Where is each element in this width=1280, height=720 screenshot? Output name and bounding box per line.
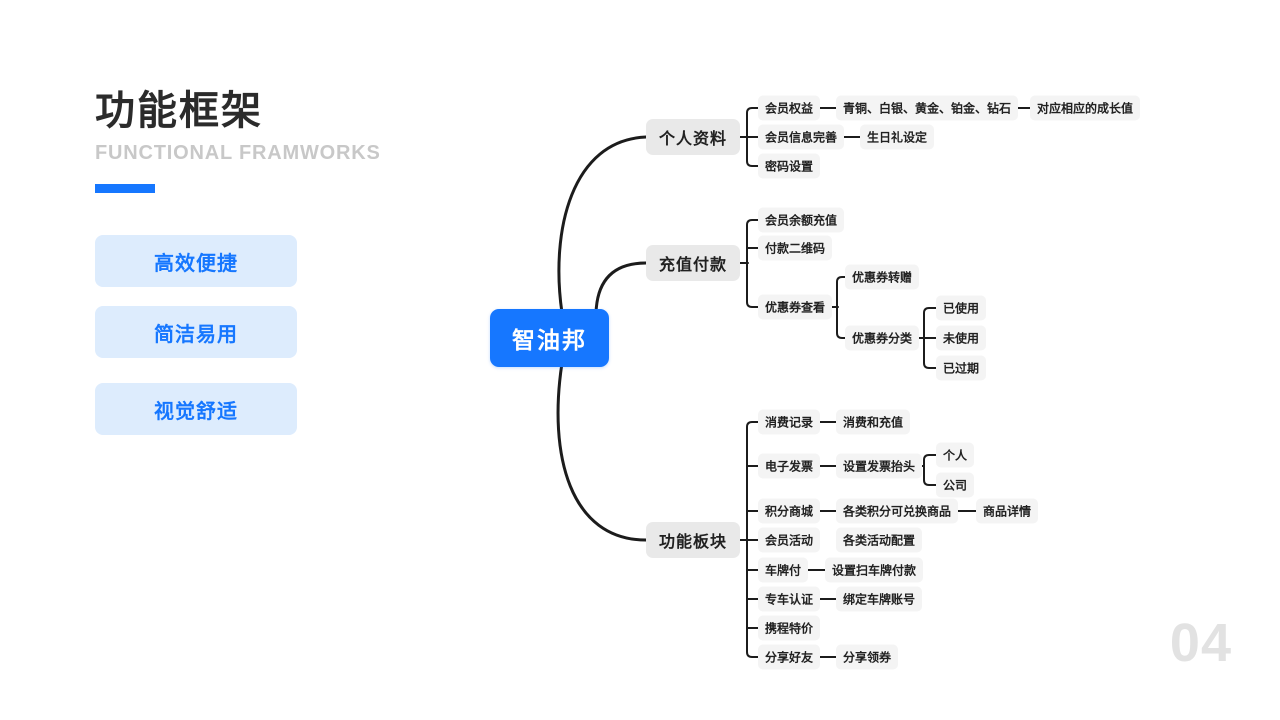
mindmap-node: 优惠券分类 (845, 325, 920, 351)
header: 功能框架 FUNCTIONAL FRAMWORKS (95, 88, 381, 165)
mindmap-node: 电子发票 (758, 453, 821, 479)
mindmap-node: 已使用 (936, 295, 987, 321)
mindmap-node: 各类积分可兑换商品 (836, 498, 959, 524)
mindmap-node: 绑定车牌账号 (836, 586, 923, 612)
page-subtitle: FUNCTIONAL FRAMWORKS (95, 142, 381, 164)
mindmap-node: 消费记录 (758, 409, 821, 435)
feature-simple-easy: 简洁易用 (95, 306, 297, 358)
mindmap-node: 付款二维码 (758, 235, 833, 261)
mindmap-node: 会员信息完善 (758, 124, 845, 150)
feature-high-efficiency: 高效便捷 (95, 235, 297, 287)
mindmap-node: 各类活动配置 (836, 527, 923, 553)
connector-coupon-view-bracket (836, 276, 849, 339)
mindmap-node: 专车认证 (758, 586, 821, 612)
mindmap-node: 设置发票抬头 (836, 453, 923, 479)
mindmap-node: 青铜、白银、黄金、铂金、钻石 (836, 95, 1019, 121)
mindmap-node: 已过期 (936, 355, 987, 381)
mindmap-branch-node: 充值付款 (646, 245, 741, 281)
mindmap-node: 商品详情 (976, 498, 1039, 524)
connector-root-functions (556, 361, 648, 542)
connector-coupon-type-bracket (923, 307, 937, 369)
mindmap-node: 积分商城 (758, 498, 821, 524)
connector-profile-bracket (746, 107, 759, 167)
page-title: 功能框架 (95, 89, 263, 133)
mindmap-node: 携程特价 (758, 615, 821, 641)
mindmap-node: 密码设置 (758, 153, 821, 179)
mindmap-branch-node: 功能板块 (646, 522, 741, 558)
connector-root-payment (594, 261, 648, 315)
mindmap-node: 公司 (936, 472, 975, 498)
connector-payment-bracket (746, 219, 759, 308)
mindmap-node: 消费和充值 (836, 409, 911, 435)
mindmap-node: 分享领券 (836, 644, 899, 670)
mindmap-node: 生日礼设定 (860, 124, 935, 150)
connector-root-profile (557, 135, 648, 315)
mindmap-node: 优惠券查看 (758, 294, 833, 320)
mindmap-node: 设置扫车牌付款 (825, 557, 924, 583)
mindmap-node: 车牌付 (758, 557, 809, 583)
mindmap-node: 会员活动 (758, 527, 821, 553)
mindmap-node: 对应相应的成长值 (1030, 95, 1141, 121)
mindmap-node: 会员余额充值 (758, 207, 845, 233)
connector-invoice-bracket (923, 454, 937, 486)
mindmap-node: 个人 (936, 442, 975, 468)
connector-functions-bracket (746, 421, 759, 658)
mindmap-node: 未使用 (936, 325, 987, 351)
mindmap-node: 优惠券转赠 (845, 264, 920, 290)
mindmap-node: 分享好友 (758, 644, 821, 670)
mindmap-node: 会员权益 (758, 95, 821, 121)
mindmap-root-node: 智油邦 (490, 309, 609, 367)
feature-visual-comfort: 视觉舒适 (95, 383, 297, 435)
mindmap-branch-node: 个人资料 (646, 119, 741, 155)
accent-bar (95, 184, 155, 193)
page-number: 04 (1169, 613, 1232, 673)
